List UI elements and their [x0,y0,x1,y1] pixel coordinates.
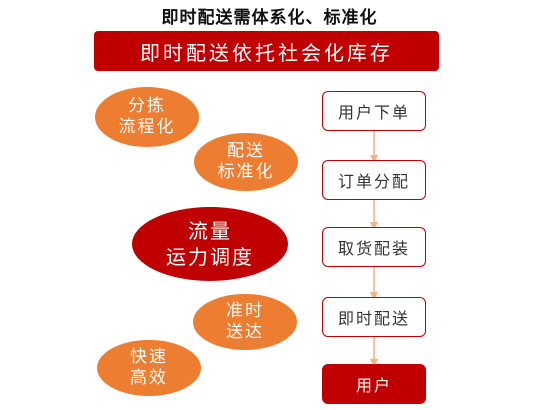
diagram-title: 即时配送需体系化、标准化 [161,8,378,28]
social-inventory-banner: 即时配送依托社会化库存 [94,31,439,71]
step-pickup-packing: 取货配装 [322,227,426,267]
ellipse-delivery-standard: 配送 标准化 [194,133,298,191]
ellipse-line: 运力调度 [166,245,254,269]
ellipse-traffic-capacity-dispatch: 流量 运力调度 [132,207,288,281]
ellipse-line: 高效 [130,368,168,388]
step-user-order: 用户下单 [322,91,426,131]
ellipse-line: 送达 [226,322,264,342]
ellipse-line: 流量 [188,219,232,243]
ellipse-line: 分拣 [128,95,166,116]
ellipse-line: 准时 [226,300,264,321]
ellipse-on-time-delivery: 准时 送达 [193,294,297,350]
ellipse-line: 流程化 [118,117,176,137]
step-user: 用户 [322,364,426,404]
ellipse-line: 快速 [130,346,168,367]
step-order-allocation: 订单分配 [322,160,426,200]
step-instant-delivery: 即时配送 [322,297,426,337]
ellipse-line: 标准化 [217,162,275,182]
ellipse-fast-efficient: 快速 高效 [97,340,201,396]
ellipse-sorting-process: 分拣 流程化 [95,87,199,147]
ellipse-line: 配送 [227,140,265,161]
